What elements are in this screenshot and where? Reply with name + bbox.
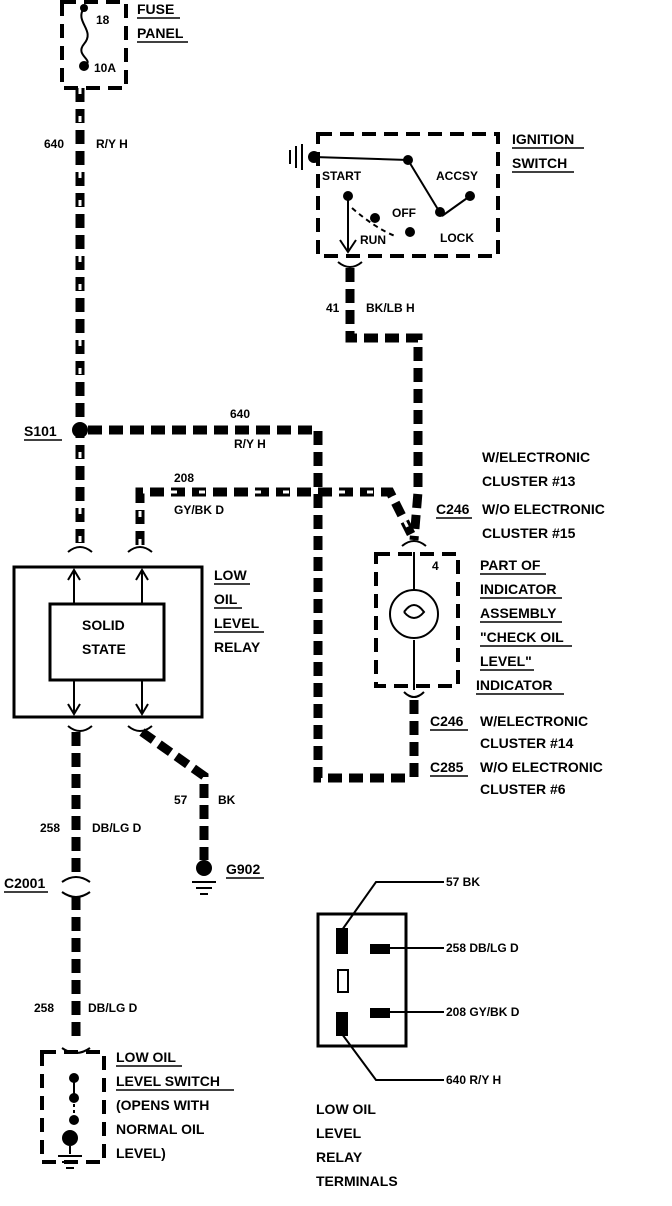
wire-258-upper-number: 258: [40, 821, 60, 835]
oil-switch-line-1: LOW OIL: [116, 1049, 176, 1065]
oil-switch-line-2: LEVEL SWITCH: [116, 1073, 220, 1089]
wire-640-mid-color: R/Y H: [234, 437, 266, 451]
wire-640-top-number: 640: [44, 137, 64, 151]
relay-terminals-title-3: RELAY: [316, 1149, 363, 1165]
wire-57-color: BK: [218, 793, 236, 807]
wire-640-branch: 640 R/Y H: [88, 407, 412, 783]
wire-640-mid-number: 640: [230, 407, 250, 421]
wire-41-color: BK/LB H: [366, 301, 415, 315]
terminal-57-label: 57 BK: [446, 875, 480, 889]
indicator-line-2: INDICATOR: [480, 581, 556, 597]
wire-208-color: GY/BK D: [174, 503, 224, 517]
relay-inner-2: STATE: [82, 641, 126, 657]
g902-label: G902: [226, 861, 260, 877]
oil-switch-line-4: NORMAL OIL: [116, 1121, 205, 1137]
connector-c2001: C2001: [4, 875, 91, 898]
c285-label: C285: [430, 759, 464, 775]
wire-640-top-color: R/Y H: [96, 137, 128, 151]
ignition-off: OFF: [392, 206, 416, 220]
wire-57: 57 BK: [139, 728, 236, 860]
wire-208-number: 208: [174, 471, 194, 485]
indicator-line-1: PART OF: [480, 557, 541, 573]
terminal-258-label: 258 DB/LG D: [446, 941, 519, 955]
ignition-accsy: ACCSY: [436, 169, 478, 183]
oil-switch-line-3: (OPENS WITH: [116, 1097, 209, 1113]
c246-bottom-text-2: CLUSTER #14: [480, 735, 574, 751]
relay-inner-1: SOLID: [82, 617, 125, 633]
relay-label-1: LOW: [214, 567, 247, 583]
indicator-pin: 4: [432, 559, 439, 573]
ignition-label-1: IGNITION: [512, 131, 574, 147]
terminal-208-label: 208 GY/BK D: [446, 1005, 520, 1019]
wire-640-main: 640 R/Y H: [44, 88, 128, 545]
c246-bottom-text-1: W/ELECTRONIC: [480, 713, 588, 729]
c246-top-label: C246: [436, 501, 470, 517]
wire-208: 208 GY/BK D: [135, 471, 419, 545]
splice-s101: S101: [24, 422, 88, 441]
wire-258: 258 DB/LG D 258 DB/LG D: [34, 732, 142, 1042]
terminal-57: [336, 928, 348, 954]
terminal-640: [336, 1012, 348, 1036]
indicator-line-6: INDICATOR: [476, 677, 552, 693]
relay-label-3: LEVEL: [214, 615, 260, 631]
c246-top-text-2: CLUSTER #13: [482, 473, 576, 489]
fuse-panel: 18 10A FUSE PANEL: [60, 0, 188, 90]
relay-label-2: OIL: [214, 591, 238, 607]
check-oil-indicator: 4 PART OF INDICATOR ASSEMBLY "CHECK OIL …: [374, 552, 572, 698]
ignition-lock: LOCK: [440, 231, 474, 245]
wire-258-lower-color: DB/LG D: [88, 1001, 138, 1015]
c285-text-2: CLUSTER #6: [480, 781, 566, 797]
splice-s101-label: S101: [24, 423, 57, 439]
relay-terminals-title-1: LOW OIL: [316, 1101, 376, 1117]
relay-terminals-title-2: LEVEL: [316, 1125, 362, 1141]
c285-text-1: W/O ELECTRONIC: [480, 759, 603, 775]
relay-label-4: RELAY: [214, 639, 261, 655]
c246-bottom-label: C246: [430, 713, 464, 729]
ignition-run: RUN: [360, 233, 386, 247]
low-oil-level-switch: LOW OIL LEVEL SWITCH (OPENS WITH NORMAL …: [40, 1047, 234, 1169]
c246-top-text-4: CLUSTER #15: [482, 525, 576, 541]
oil-switch-line-5: LEVEL): [116, 1145, 166, 1161]
c2001-label: C2001: [4, 875, 45, 891]
fuse-panel-label-1: FUSE: [137, 1, 174, 17]
connector-c246-bottom: C246 W/ELECTRONIC CLUSTER #14: [430, 713, 588, 751]
wire-57-number: 57: [174, 793, 188, 807]
terminal-208: [370, 1008, 390, 1018]
connector-c285: C285 W/O ELECTRONIC CLUSTER #6: [430, 759, 603, 797]
fuse-rating: 10A: [94, 61, 116, 75]
ground-g902: G902: [192, 860, 264, 895]
relay-terminals-view: 57 BK 258 DB/LG D 208 GY/BK D 640 R/Y H …: [316, 875, 520, 1189]
ignition-label-2: SWITCH: [512, 155, 567, 171]
wire-41: 41 BK/LB H: [326, 268, 423, 541]
c246-top-text-1: W/ELECTRONIC: [482, 449, 590, 465]
terminal-258: [370, 944, 390, 954]
ignition-switch: START ACCSY OFF RUN LOCK IGNITION SWITCH: [289, 131, 584, 258]
wire-41-number: 41: [326, 301, 340, 315]
wire-258-upper-color: DB/LG D: [92, 821, 142, 835]
relay-terminals-title-4: TERMINALS: [316, 1173, 398, 1189]
ignition-start: START: [322, 169, 362, 183]
low-oil-level-relay: SOLID STATE LOW OIL LEVEL RELAY: [12, 546, 264, 732]
c246-top-text-3: W/O ELECTRONIC: [482, 501, 605, 517]
wire-258-lower-number: 258: [34, 1001, 54, 1015]
indicator-line-5: LEVEL": [480, 653, 532, 669]
fuse-number: 18: [96, 13, 110, 27]
connector-c246-top: C246 W/ELECTRONIC CLUSTER #13 W/O ELECTR…: [401, 449, 605, 547]
terminal-blank: [337, 969, 349, 993]
fuse-panel-label-2: PANEL: [137, 25, 184, 41]
indicator-line-4: "CHECK OIL: [480, 629, 564, 645]
indicator-line-3: ASSEMBLY: [480, 605, 557, 621]
terminal-640-label: 640 R/Y H: [446, 1073, 501, 1087]
